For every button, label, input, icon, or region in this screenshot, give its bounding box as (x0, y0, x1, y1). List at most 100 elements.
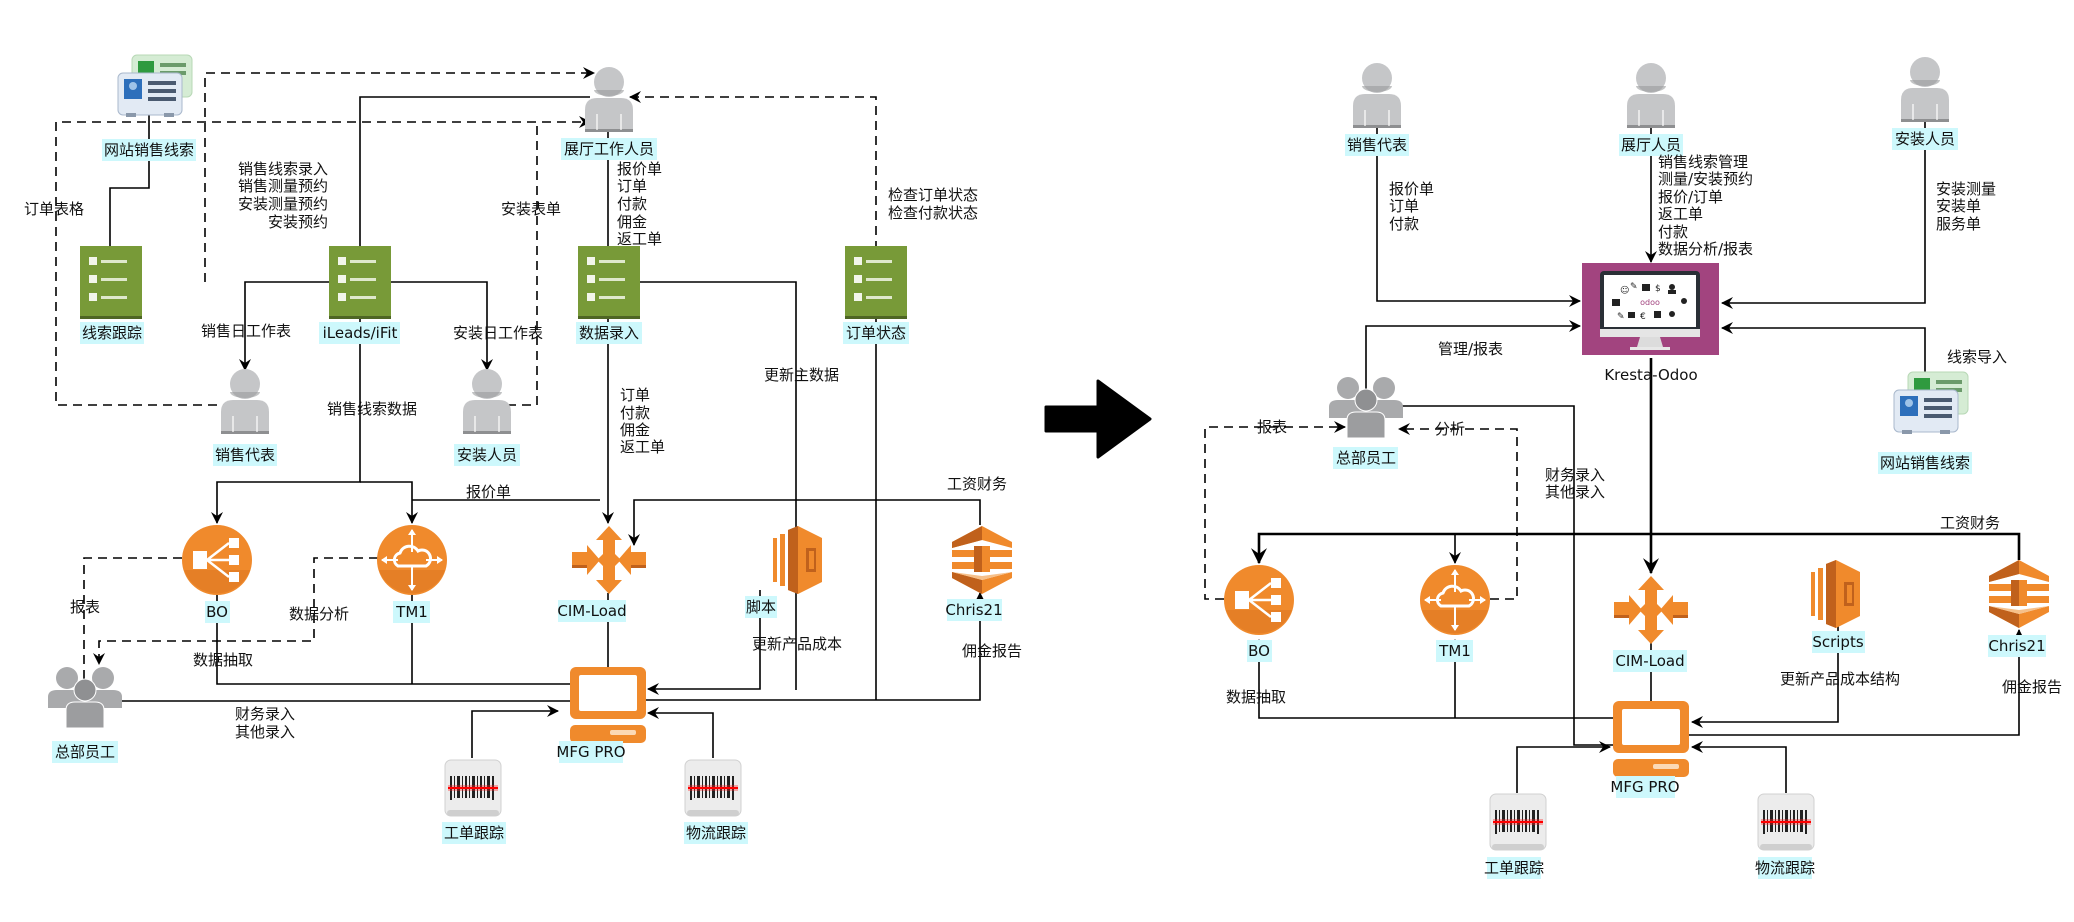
edge-label-showroom-2: 测量/安装预约 (1658, 170, 1753, 188)
node-label-mfg-pro: MFG PRO (556, 741, 626, 763)
node-label-script: 脚本 (745, 596, 777, 618)
node-label-scripts: Scripts (1812, 631, 1865, 653)
svg-text:物流跟踪: 物流跟踪 (686, 824, 746, 842)
svg-text:网站销售线索: 网站销售线索 (1880, 454, 1970, 472)
svg-text:CIM-Load: CIM-Load (1615, 652, 1684, 670)
svg-text:数据录入: 数据录入 (579, 324, 639, 342)
edge-label-lead-data: 销售线索数据 (327, 400, 417, 418)
svg-text:MFG PRO: MFG PRO (556, 743, 625, 761)
node-label-odoo: Kresta-Odoo (1604, 366, 1697, 384)
svg-text:工单跟踪: 工单跟踪 (444, 824, 504, 842)
edge-label-showroom-6: 数据分析/报表 (1658, 240, 1753, 258)
installer-person-icon (462, 368, 512, 435)
edge (1691, 626, 1839, 728)
svg-text:脚本: 脚本 (746, 598, 776, 616)
svg-text:线索跟踪: 线索跟踪 (82, 324, 142, 342)
svg-text:订单状态: 订单状态 (846, 324, 906, 342)
edge-label-sales-daily: 销售日工作表 (201, 322, 291, 340)
web-leads-icon (1893, 371, 1969, 435)
edge (471, 705, 559, 758)
node-label-bo: BO (1247, 640, 1272, 662)
edge-label-install-daily: 安装日工作表 (453, 324, 543, 342)
edge-label-ileads-input-3: 安装测量预约 (238, 195, 328, 213)
edge-dashed (507, 122, 538, 406)
sales-rep-person-icon (220, 368, 270, 435)
wo-barcode-icon (1489, 793, 1547, 851)
edge-label-order-form: 订单表格 (24, 200, 84, 218)
edge-label-install-form: 安装表单 (501, 200, 561, 218)
node-label-chris21: Chris21 (945, 599, 1003, 621)
edge-label-update-master: 更新主数据 (764, 366, 839, 384)
svg-text:Scripts: Scripts (1812, 633, 1864, 651)
svg-text:TM1: TM1 (1438, 642, 1471, 660)
svg-text:Chris21: Chris21 (945, 601, 1002, 619)
node-label-hq-staff: 总部员工 (1333, 447, 1398, 469)
svg-text:iLeads/iFit: iLeads/iFit (323, 324, 398, 342)
edge (1721, 122, 1926, 309)
edge-label-lead-import: 线索导入 (1947, 348, 2007, 366)
installer-person-icon (1900, 56, 1950, 123)
svg-text:展厅人员: 展厅人员 (1621, 136, 1681, 154)
edge (104, 83, 150, 284)
edge-label-payroll: 工资财务 (947, 475, 1007, 493)
edge-label-check-status-1: 检查订单状态 (888, 186, 978, 204)
edge-label-showroom-3: 付款 (617, 195, 647, 213)
edge-label-installer-3: 服务单 (1936, 215, 1981, 233)
edge-label-showroom-1: 销售线索管理 (1658, 153, 1748, 171)
edge-label-finance-2: 其他录入 (1545, 483, 1605, 501)
edge-label-showroom-2: 订单 (617, 177, 647, 195)
transition-arrow-icon (1044, 379, 1152, 459)
svg-text:销售代表: 销售代表 (1347, 136, 1407, 154)
before-diagram: 网站销售线索 线索跟踪 iLeads/iFit 数据录入 订单状态 展厅工作人员… (24, 54, 1022, 844)
edge-label-showroom-5: 付款 (1658, 223, 1688, 241)
edge (360, 481, 418, 524)
svg-text:Chris21: Chris21 (1988, 637, 2045, 655)
edge-label-showroom-4: 佣金 (617, 213, 647, 231)
edge-label-entry-cim-3: 佣金 (620, 421, 650, 439)
edge-label-entry-cim-2: 付款 (620, 404, 650, 422)
edge-label-entry-cim-1: 订单 (620, 386, 650, 404)
edge (1366, 405, 1641, 751)
node-label-hq-staff: 总部员工 (52, 741, 118, 763)
showroom-staff-person-icon (1626, 62, 1676, 129)
edge-label-analysis: 数据分析 (289, 605, 349, 623)
svg-text:MFG PRO: MFG PRO (1610, 778, 1679, 796)
edge (600, 592, 986, 701)
lead-tracking-doc-icon (80, 246, 142, 319)
edge-label-payroll: 工资财务 (1940, 514, 2000, 532)
svg-text:总部员工: 总部员工 (55, 743, 115, 761)
bo-icon (1222, 563, 1296, 637)
node-label-cim-load: CIM-Load (1613, 650, 1687, 672)
svg-text:总部员工: 总部员工 (1336, 449, 1396, 467)
svg-text:CIM-Load: CIM-Load (557, 602, 626, 620)
edge-label-finance-1: 财务录入 (235, 705, 295, 723)
edge-label-extract: 数据抽取 (1226, 688, 1286, 706)
edge-dashed (55, 116, 591, 406)
svg-text:BO: BO (1248, 642, 1270, 660)
edge (1721, 322, 1926, 380)
edge-label-ileads-input-2: 销售测量预约 (238, 177, 328, 195)
edge-dashed (1398, 423, 1518, 600)
edge (1651, 629, 2025, 736)
svg-text:网站销售线索: 网站销售线索 (104, 141, 194, 159)
edge-label-check-status-2: 检查付款状态 (888, 204, 978, 222)
edge-label-entry-cim-4: 返工单 (620, 438, 665, 456)
edge (239, 281, 360, 371)
edge (628, 499, 981, 546)
edge-label-manage-report: 管理/报表 (1438, 340, 1503, 358)
svg-text:工单跟踪: 工单跟踪 (1484, 859, 1544, 877)
tm1-icon (375, 523, 449, 597)
svg-text:安装人员: 安装人员 (457, 446, 517, 464)
edge-dashed (1204, 421, 1346, 600)
edge (647, 590, 761, 695)
node-label-web-leads: 网站销售线索 (1878, 452, 1972, 474)
node-label-wo-tracking: 工单跟踪 (1484, 857, 1544, 879)
svg-text:销售代表: 销售代表 (215, 446, 275, 464)
chris21-icon (952, 526, 1012, 594)
edge-label-finance-2: 其他录入 (235, 723, 295, 741)
edge (1516, 741, 1611, 793)
edge-label-update-cost: 更新产品成本 (752, 635, 842, 653)
edge-label-ileads-input-1: 销售线索录入 (238, 160, 328, 178)
edge-label-sales-rep-2: 订单 (1389, 197, 1419, 215)
svg-text:安装人员: 安装人员 (1895, 130, 1955, 148)
